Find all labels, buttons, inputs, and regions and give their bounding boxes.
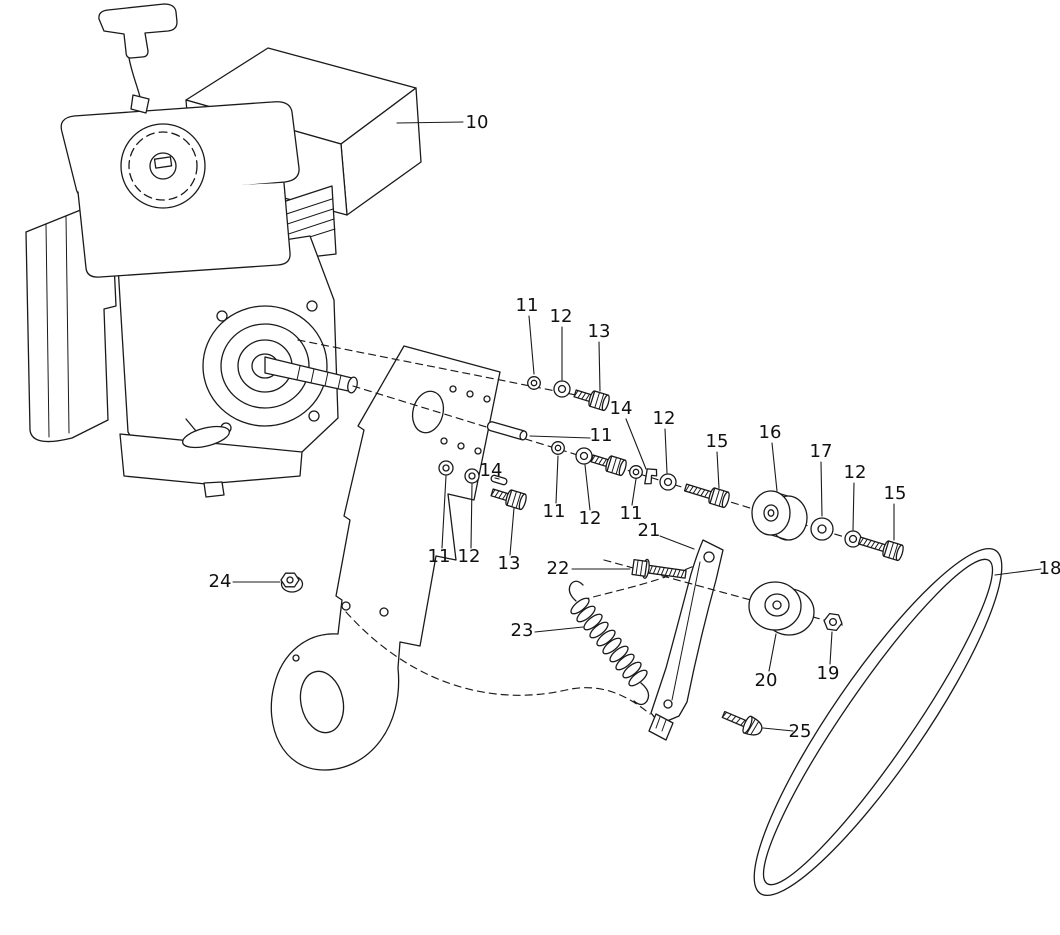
callout-leader-11-13 <box>555 455 559 504</box>
callout-label-12-14: 12 <box>579 508 602 529</box>
idler-arm-illustration <box>648 539 724 741</box>
callout-label-13-3: 13 <box>588 321 611 342</box>
callout-leader-14-12 <box>494 477 500 480</box>
callout-label-15-6: 15 <box>706 431 729 452</box>
callout-label-10-0: 10 <box>466 112 489 133</box>
tension-spring-illustration <box>568 580 650 706</box>
hex-bolt-13-plate <box>489 484 529 511</box>
lock-washer-11-top <box>527 376 541 390</box>
callout-label-22-17: 22 <box>547 558 570 579</box>
flange-nut-24 <box>280 572 304 593</box>
starter-rope <box>128 57 141 98</box>
clip-14 <box>642 466 660 488</box>
starter-handle <box>98 3 178 114</box>
callout-leader-11-18 <box>441 475 447 549</box>
callout-label-15-10: 15 <box>884 483 907 504</box>
engine-illustration <box>25 3 422 498</box>
flat-washer-12-mid2 <box>659 473 677 491</box>
callout-label-12-2: 12 <box>550 306 573 327</box>
callout-label-12-5: 12 <box>653 408 676 429</box>
callout-leader-12-9 <box>852 482 855 531</box>
callout-label-11-11: 11 <box>590 425 613 446</box>
callout-leader-13-20 <box>509 507 515 556</box>
callout-label-21-16: 21 <box>638 520 661 541</box>
flat-washer-12-right <box>844 530 862 548</box>
hex-bolt-13-top <box>572 385 612 412</box>
callout-leader-18-26 <box>994 568 1042 576</box>
callout-label-11-1: 11 <box>516 295 539 316</box>
mounting-plate-illustration <box>270 345 501 771</box>
hex-bolt-15-right <box>856 532 906 562</box>
crankshaft <box>264 356 358 394</box>
callout-label-20-23: 20 <box>755 670 778 691</box>
callout-leader-12-14 <box>584 464 591 511</box>
hex-bolt-15-left <box>682 479 732 509</box>
callout-label-17-8: 17 <box>810 441 833 462</box>
callout-leader-16-7 <box>771 442 778 492</box>
callout-label-25-25: 25 <box>789 721 812 742</box>
callout-leader-11-1 <box>528 315 535 375</box>
callout-leader-12-19 <box>470 483 473 549</box>
callout-leader-13-3 <box>598 341 601 392</box>
flat-washer-12-mid <box>575 447 593 465</box>
callout-leader-21-16 <box>659 535 695 550</box>
hex-nut-19 <box>822 612 844 632</box>
callout-label-19-24: 19 <box>817 663 840 684</box>
callout-leader-25-25 <box>762 727 794 732</box>
plate-shaft-hole <box>411 390 445 434</box>
callout-leader-23-22 <box>534 626 584 633</box>
lock-washer-11-mid <box>551 441 565 455</box>
callout-label-11-15: 11 <box>620 503 643 524</box>
plate-washer-12 <box>464 468 480 484</box>
callout-label-11-18: 11 <box>428 546 451 567</box>
callout-leader-14-4 <box>625 418 647 470</box>
callout-label-11-13: 11 <box>543 501 566 522</box>
drive-pulley-illustration <box>748 581 815 636</box>
fuel-tank <box>60 101 300 278</box>
callout-label-12-19: 12 <box>458 546 481 567</box>
callout-label-16-7: 16 <box>759 422 782 443</box>
callout-leader-12-5 <box>664 428 668 474</box>
v-belt-illustration <box>753 547 1003 897</box>
engine-base <box>119 433 303 498</box>
callout-label-23-22: 23 <box>511 620 534 641</box>
plate-lower-hole <box>299 670 345 734</box>
lock-washer-11-mid2 <box>629 465 643 479</box>
rod-pin-11 <box>485 420 529 442</box>
fuel-cap <box>120 123 206 209</box>
plate-washer-11 <box>438 460 454 476</box>
callout-leader-11-11 <box>529 435 591 439</box>
callout-label-24-21: 24 <box>209 571 232 592</box>
dome-bolt-25 <box>719 705 766 740</box>
callout-label-14-4: 14 <box>610 398 633 419</box>
callout-label-14-12: 14 <box>480 460 503 481</box>
callout-leader-20-23 <box>768 633 777 672</box>
callout-leader-15-6 <box>716 451 720 489</box>
large-washer-17 <box>810 517 834 541</box>
crankcase-face <box>117 235 358 473</box>
callout-label-13-20: 13 <box>498 553 521 574</box>
callout-label-12-9: 12 <box>844 462 867 483</box>
callout-leader-17-8 <box>820 461 823 517</box>
callout-leader-19-24 <box>829 631 833 665</box>
fasteners <box>280 376 906 740</box>
callout-leader-10-0 <box>396 121 464 124</box>
callout-leader-11-15 <box>631 478 637 506</box>
flat-washer-12-top <box>553 380 571 398</box>
hex-bolt-mid <box>589 450 629 477</box>
callout-label-18-26: 18 <box>1039 558 1060 579</box>
idler-pulley-illustration <box>751 490 808 541</box>
control-lever <box>181 418 231 449</box>
plate-outline <box>270 345 501 771</box>
